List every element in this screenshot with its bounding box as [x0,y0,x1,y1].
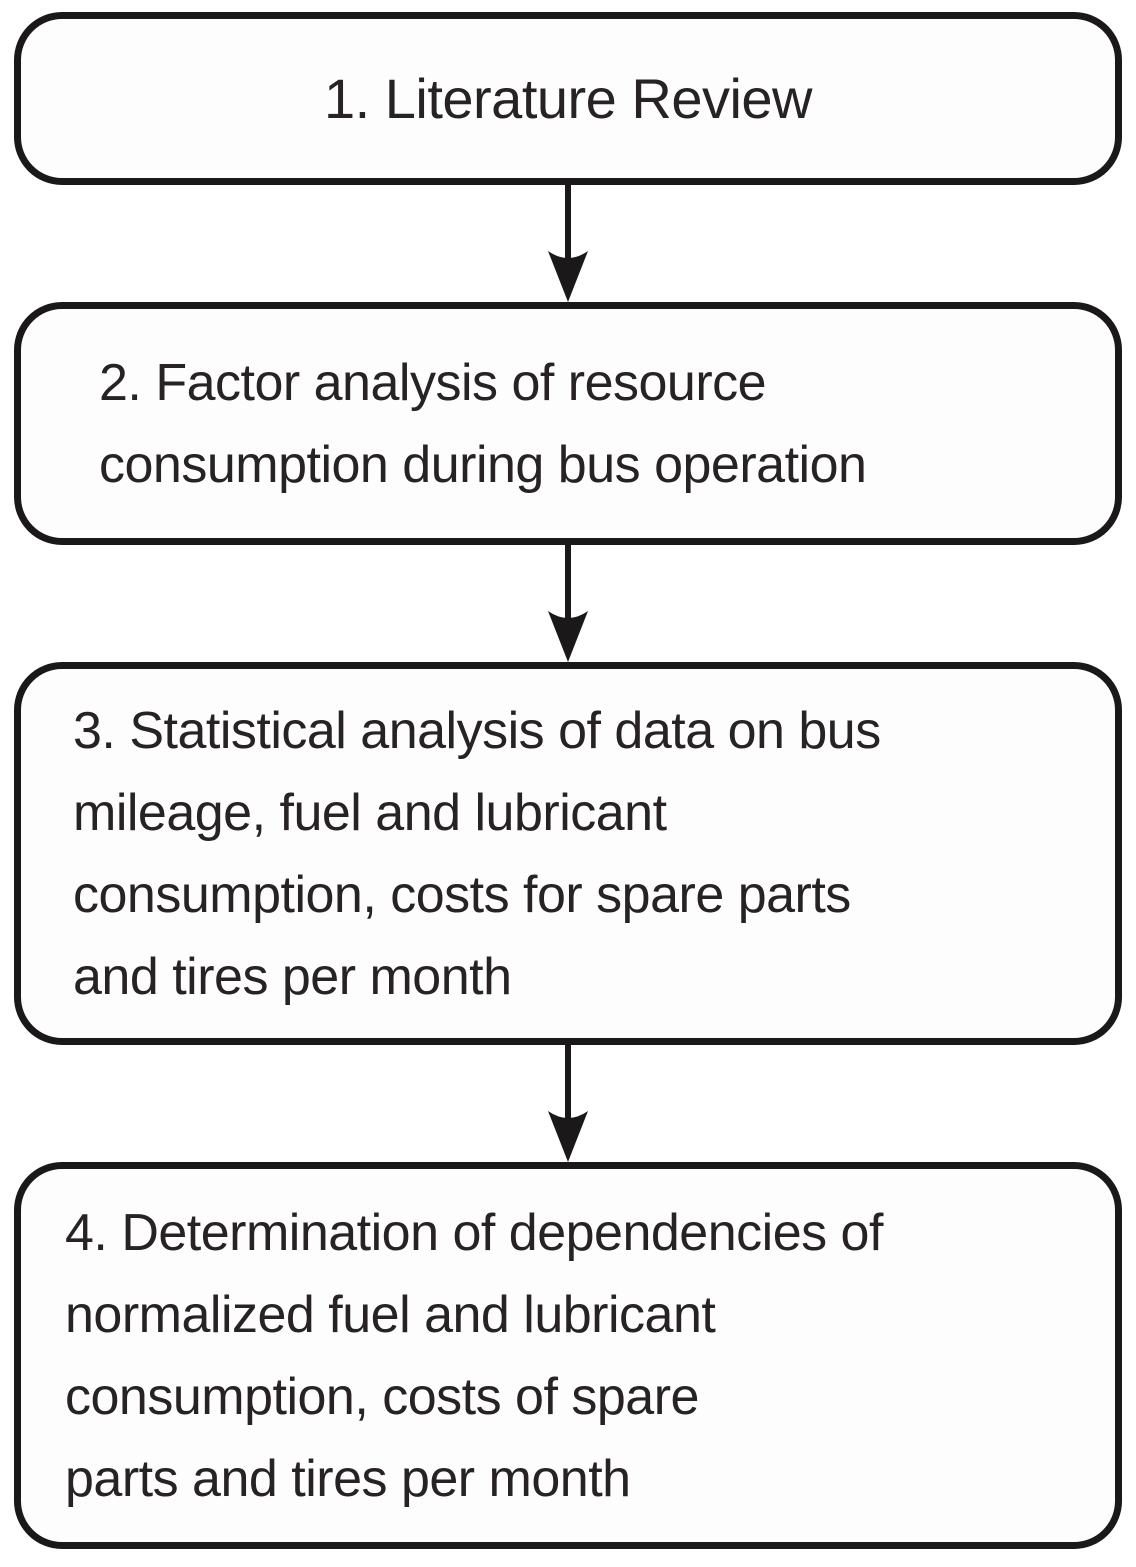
flow-step-3-label: 3. Statistical analysis of data on bus m… [73,701,881,1006]
flow-step-2-label: 2. Factor analysis of resource consumpti… [99,353,867,494]
down-arrow-icon [548,185,588,302]
flow-step-1-label: 1. Literature Review [323,66,813,130]
flow-step-2: 2. Factor analysis of resource consumpti… [14,302,1122,545]
flow-step-1: 1. Literature Review [14,12,1122,185]
connector-1-2 [14,185,1122,302]
down-arrow-icon [548,545,588,662]
connector-2-3 [14,545,1122,662]
flow-step-4: 4. Determination of dependencies of norm… [14,1162,1122,1549]
down-arrow-icon [548,1045,588,1162]
flow-step-4-label: 4. Determination of dependencies of norm… [65,1203,883,1508]
connector-3-4 [14,1045,1122,1162]
flow-step-3: 3. Statistical analysis of data on bus m… [14,662,1122,1045]
